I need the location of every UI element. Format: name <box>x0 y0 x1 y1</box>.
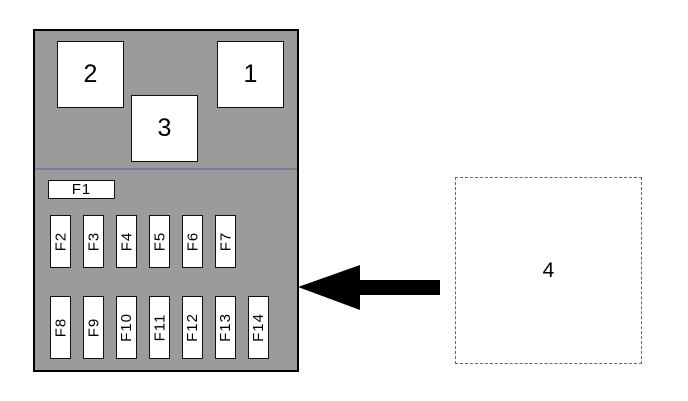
fuse-f1: F1 <box>48 180 115 199</box>
fuse-f9: F9 <box>83 296 104 359</box>
fuse-f2: F2 <box>50 215 71 268</box>
fuse-f5: F5 <box>149 215 170 268</box>
fuse-f10: F10 <box>116 296 137 359</box>
fuse-f7: F7 <box>215 215 236 268</box>
fuse-f6: F6 <box>182 215 203 268</box>
module-4: 4 <box>455 177 642 364</box>
fuse-f11: F11 <box>149 296 170 359</box>
relay-1-label: 1 <box>243 60 258 88</box>
fuse-f8: F8 <box>50 296 71 359</box>
relay-2: 2 <box>57 41 124 108</box>
fuse-f12: F12 <box>182 296 203 359</box>
module-4-label: 4 <box>542 258 555 282</box>
fuse-box-panel: 2 1 3 F1 F2 F3 F4 F5 F6 F7 F8 F9 F10 F11… <box>33 29 299 372</box>
fuse-f13: F13 <box>215 296 236 359</box>
relay-2-label: 2 <box>83 60 98 88</box>
relay-3: 3 <box>131 95 198 162</box>
fuse-f4: F4 <box>116 215 137 268</box>
fuse-f1-label: F1 <box>71 181 92 198</box>
fuse-f3: F3 <box>83 215 104 268</box>
panel-divider <box>35 168 297 170</box>
relay-1: 1 <box>217 41 284 108</box>
relay-3-label: 3 <box>157 114 172 142</box>
fuse-f14: F14 <box>248 296 269 359</box>
